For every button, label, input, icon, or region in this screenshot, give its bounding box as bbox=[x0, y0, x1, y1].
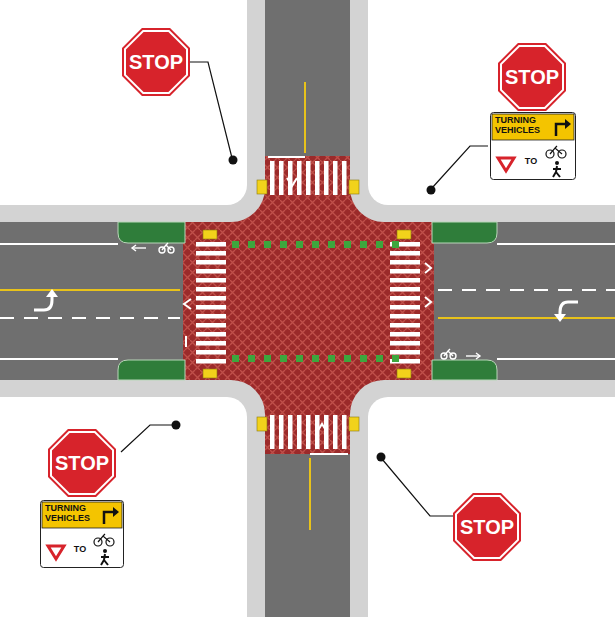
sign-text: STOP bbox=[122, 52, 190, 72]
plaque-text: TO bbox=[525, 157, 537, 166]
bike-lane-symbol bbox=[132, 243, 480, 359]
sign-text: STOP bbox=[498, 67, 566, 87]
warning-pad bbox=[203, 180, 411, 431]
plaque-yellow-band bbox=[42, 502, 122, 528]
sign-text: STOP bbox=[453, 517, 521, 537]
yield-symbol bbox=[498, 158, 514, 171]
stop-sign: STOP bbox=[122, 28, 190, 96]
yield-symbol bbox=[48, 546, 64, 559]
leader-line bbox=[121, 62, 488, 516]
sign-text: STOP bbox=[48, 453, 116, 473]
stop-octagon bbox=[498, 43, 566, 111]
turn-arrowhead bbox=[113, 507, 119, 517]
curb-extension bbox=[118, 222, 497, 380]
turning-vehicles-plaque: TURNING VEHICLES TO bbox=[40, 500, 124, 568]
plaque-panel bbox=[41, 501, 124, 568]
turn-arrow-symbol bbox=[104, 512, 114, 524]
bike-symbol bbox=[546, 146, 566, 158]
turning-vehicles-plaque: TURNING VEHICLES TO bbox=[490, 112, 576, 180]
turn-arrow-symbol bbox=[556, 124, 566, 136]
stop-sign: STOP bbox=[453, 493, 521, 561]
turn-arrowhead bbox=[46, 289, 566, 322]
stop-octagon bbox=[453, 493, 521, 561]
pedestrian-symbol bbox=[101, 549, 109, 565]
plaque-text: TO bbox=[74, 545, 86, 554]
turn-arrowhead bbox=[565, 119, 571, 129]
stop-octagon bbox=[48, 429, 116, 497]
stop-sign: STOP bbox=[48, 429, 116, 497]
plaque-panel bbox=[491, 113, 576, 180]
plaque-yellow-band bbox=[492, 114, 574, 140]
turn-arrow bbox=[34, 296, 578, 316]
sign-post bbox=[172, 156, 436, 462]
pedestrian-symbol bbox=[553, 161, 561, 177]
stop-sign: STOP bbox=[498, 43, 566, 111]
crosswalk bbox=[196, 161, 420, 449]
plaque-text: TURNING VEHICLES bbox=[45, 504, 99, 524]
stop-octagon bbox=[122, 28, 190, 96]
bike-crossing-mark bbox=[232, 241, 399, 362]
lane-line bbox=[0, 157, 615, 454]
yield-line bbox=[184, 178, 431, 432]
bike-symbol bbox=[94, 534, 114, 546]
plaque-text: TURNING VEHICLES bbox=[495, 116, 549, 136]
center-line bbox=[0, 82, 615, 530]
